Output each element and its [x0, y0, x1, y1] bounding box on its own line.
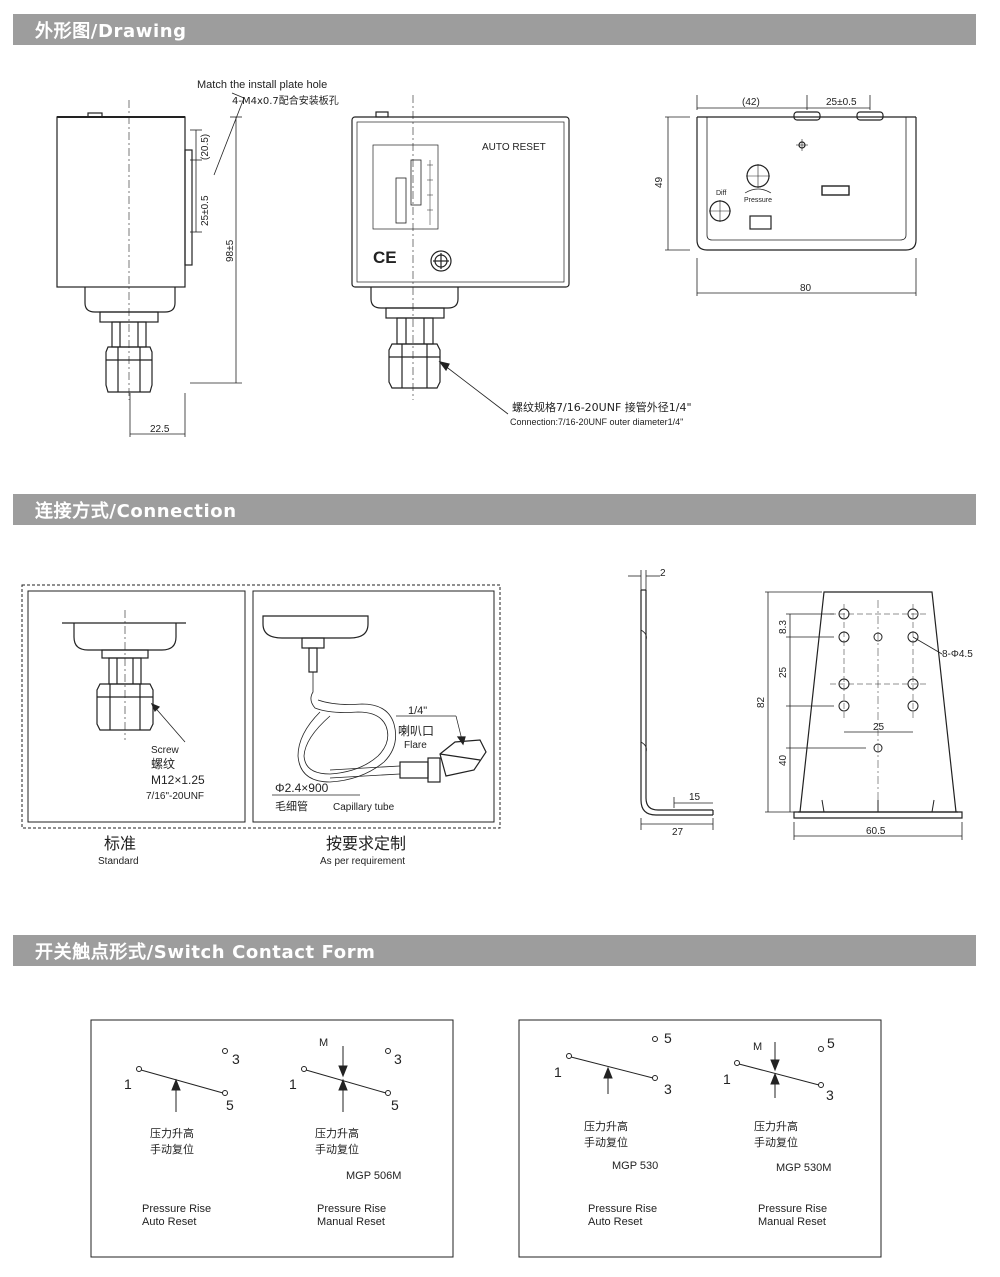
standard-fitting [62, 610, 186, 743]
dim-b-15: 15 [689, 792, 701, 803]
dim-b-27: 27 [672, 827, 684, 838]
terminal-3: 3 [394, 1051, 402, 1067]
manual-m: M [319, 1037, 328, 1049]
flare-en: Flare [404, 740, 427, 751]
screw-en: Screw [151, 745, 180, 756]
manual-reset: Manual Reset [317, 1216, 385, 1228]
dim-98: 98±5 [225, 239, 236, 262]
capillary-en: Capillary tube [333, 802, 395, 813]
section-title: 外形图/Drawing [35, 21, 187, 42]
dim-b-25v: 25 [778, 666, 789, 678]
terminal-5: 5 [827, 1035, 835, 1051]
terminal-1: 1 [554, 1064, 562, 1080]
connection-frame [21, 584, 501, 829]
dim-b-40: 40 [778, 754, 789, 766]
auto-reset: Auto Reset [142, 1216, 196, 1228]
pressure-rise: Pressure Rise [588, 1203, 657, 1215]
rise-cn: 压力升高 [315, 1126, 359, 1140]
bottom-view [696, 111, 917, 251]
terminal-3: 3 [232, 1051, 240, 1067]
capillary-size: Φ2.4×900 [275, 781, 329, 795]
flare-cn: 喇叭口 [398, 723, 434, 738]
bracket-front-view [793, 591, 963, 819]
diff-label: Diff [716, 190, 726, 197]
dim-25: 25±0.5 [200, 195, 211, 226]
dim-49: 49 [654, 176, 665, 188]
model-530m: MGP 530M [776, 1162, 831, 1174]
thread-m12: M12×1.25 [151, 773, 205, 787]
connection-note-en: Connection:7/16-20UNF outer diameter1/4" [510, 417, 683, 427]
bracket-front-dimensions [765, 591, 963, 840]
section-header-contact: 开关触点形式/Switch Contact Form [13, 935, 976, 966]
standard-cn: 标准 [104, 834, 136, 853]
section-header-connection: 连接方式/Connection [13, 494, 976, 525]
terminal-5: 5 [391, 1097, 399, 1113]
capillary-fitting [262, 615, 487, 796]
screw-cn: 螺纹 [151, 757, 175, 771]
reset-cn: 手动复位 [315, 1142, 359, 1156]
section-title: 连接方式/Connection [35, 501, 237, 522]
plate-note-en: Match the install plate hole [197, 79, 327, 91]
rise-cn: 压力升高 [754, 1119, 798, 1133]
terminal-5: 5 [664, 1030, 672, 1046]
rise-cn: 压力升高 [150, 1126, 194, 1140]
front-view [351, 95, 570, 415]
auto-reset: Auto Reset [588, 1216, 642, 1228]
reset-cn: 手动复位 [584, 1135, 628, 1149]
dim-20-5: (20.5) [200, 134, 211, 160]
thread-unf: 7/16"-20UNF [146, 791, 204, 802]
requirement-en: As per requirement [320, 856, 405, 867]
dim-42: (42) [742, 97, 760, 108]
auto-reset-label: AUTO RESET [482, 142, 546, 153]
standard-en: Standard [98, 856, 139, 867]
dim-b-82: 82 [756, 696, 767, 708]
terminal-3: 3 [826, 1087, 834, 1103]
side-view-dimensions [129, 92, 245, 437]
dim-22-5: 22.5 [150, 424, 170, 435]
model-506m: MGP 506M [346, 1170, 401, 1182]
bracket-holes [821, 600, 943, 813]
pressure-label: Pressure [744, 197, 772, 204]
pressure-rise: Pressure Rise [142, 1203, 211, 1215]
model-530: MGP 530 [612, 1160, 658, 1172]
bracket-side-view [640, 589, 714, 816]
side-view [56, 100, 193, 400]
dim-80: 80 [800, 283, 812, 294]
reset-cn: 手动复位 [754, 1135, 798, 1149]
flare-size: 1/4" [408, 705, 427, 717]
reset-cn: 手动复位 [150, 1142, 194, 1156]
ce-mark: CE [373, 248, 397, 267]
terminal-5: 5 [226, 1097, 234, 1113]
terminal-1: 1 [289, 1076, 297, 1092]
contact-boxes [90, 1019, 882, 1258]
pressure-rise: Pressure Rise [758, 1203, 827, 1215]
connection-note-cn: 螺纹规格7/16-20UNF 接管外径1/4" [512, 400, 692, 414]
section-title: 开关触点形式/Switch Contact Form [35, 942, 376, 963]
terminal-1: 1 [124, 1076, 132, 1092]
section-header-drawing: 外形图/Drawing [13, 14, 976, 45]
contact-diagrams [136, 1036, 824, 1112]
dim-b-8-3: 8.3 [778, 620, 789, 634]
terminal-3: 3 [664, 1081, 672, 1097]
rise-cn: 压力升高 [584, 1119, 628, 1133]
bracket-side-dimensions [628, 570, 714, 830]
dim-b-2: 2 [660, 568, 666, 579]
bottom-view-dimensions [665, 95, 917, 296]
dim-b-60-5: 60.5 [866, 826, 886, 837]
manual-reset: Manual Reset [758, 1216, 826, 1228]
terminal-1: 1 [723, 1071, 731, 1087]
requirement-cn: 按要求定制 [326, 834, 406, 853]
dim-25-top: 25±0.5 [826, 97, 857, 108]
capillary-cn: 毛细管 [275, 799, 308, 813]
dim-b-25h: 25 [873, 722, 885, 733]
manual-m: M [753, 1041, 762, 1053]
plate-note-cn: 4-M4x0.7配合安装板孔 [232, 94, 339, 107]
dim-b-holes: 8-Φ4.5 [942, 649, 973, 660]
pressure-rise: Pressure Rise [317, 1203, 386, 1215]
